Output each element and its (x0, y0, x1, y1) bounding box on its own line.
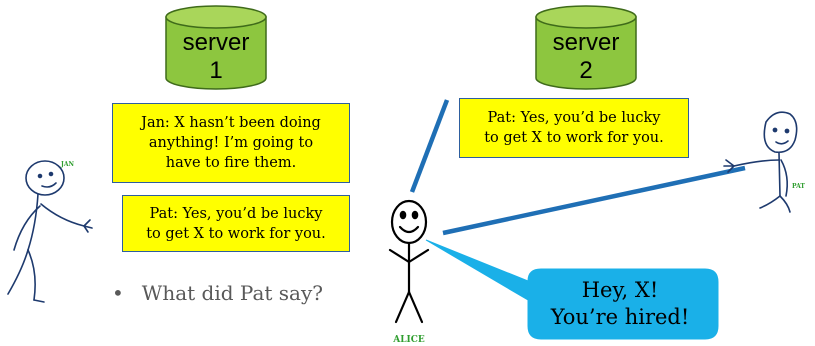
jan-message-box: Jan: X hasn’t been doing anything! I’m g… (112, 103, 350, 183)
pat-label: PAT (792, 183, 805, 190)
alice-head (390, 199, 428, 245)
jan-label: JAN (60, 161, 74, 168)
bullet-question: • What did Pat say? (112, 281, 323, 305)
server-1-body (165, 16, 267, 90)
server-2-label-line1: server (553, 29, 620, 56)
link-alice-pat (442, 165, 746, 236)
bullet-text: What did Pat say? (141, 281, 323, 305)
jan-figure (7, 160, 93, 303)
server-2: server 2 (535, 5, 637, 90)
server-2-top (535, 5, 637, 29)
server-1-top (165, 5, 267, 29)
server-2-body (535, 16, 637, 90)
pat-message-box-server-1: Pat: Yes, you’d be lucky to get X to wor… (122, 195, 350, 252)
alice-label: ALICE (392, 335, 425, 345)
speech-bubble-text: Hey, X! You’re hired! (550, 278, 690, 329)
server-1: server 1 (165, 5, 267, 90)
alice-figure (388, 199, 430, 324)
speech-bubble (425, 239, 719, 340)
pat-figure (723, 111, 798, 213)
jan-head (25, 160, 65, 196)
server-1-label-line1: server (183, 29, 250, 56)
server-1-label-line2: 1 (209, 57, 222, 84)
bullet-symbol: • (112, 281, 124, 305)
link-alice-server-1 (409, 99, 450, 193)
pat-message-box-server-2: Pat: Yes, you’d be lucky to get X to wor… (459, 98, 689, 158)
server-2-label-line2: 2 (579, 57, 592, 84)
pat-head (763, 111, 798, 154)
